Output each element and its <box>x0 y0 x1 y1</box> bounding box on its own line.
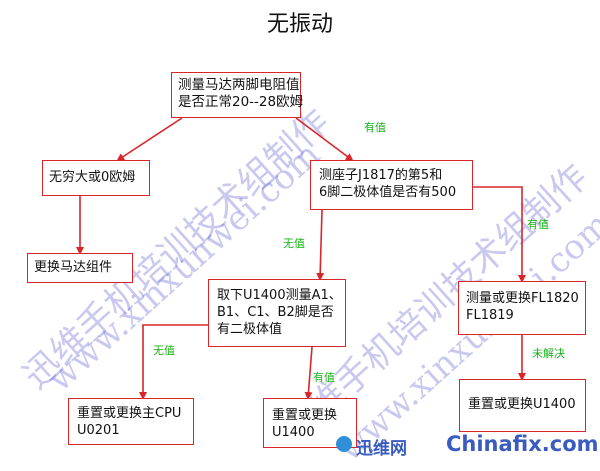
node-line: 重置或更换 <box>272 408 338 423</box>
edge-n5-n7 <box>139 324 208 400</box>
node-line: 有二极体值 <box>217 322 283 337</box>
node-replace-motor: 更换马达组件 <box>27 253 133 283</box>
node-line: 测座子J1817的第5和 <box>319 168 443 183</box>
node-line: 是否正常20--28欧姆 <box>178 94 304 110</box>
node-measure-motor-resistance: 测量马达两脚电阻值 是否正常20--28欧姆 <box>171 72 304 118</box>
node-line: B1、C1、B2脚是否 <box>217 305 334 320</box>
footer-logo: 迅维网 Chinafix.com <box>336 428 600 471</box>
node-line: 取下U1400测量A1、 <box>217 288 342 303</box>
node-line: 测量或更换FL1820 <box>466 291 579 306</box>
node-line: 测量马达两脚电阻值 <box>178 77 300 93</box>
node-line: U0201 <box>77 423 120 438</box>
node-measure-fl1820: 测量或更换FL1820 FL1819 <box>458 281 586 335</box>
edge-n4-n6 <box>473 186 526 283</box>
logo-left-text: 迅维网 <box>356 439 407 459</box>
edge-label-n4-n5: 无值 <box>283 237 305 250</box>
node-replace-cpu: 重置或更换主CPU U0201 <box>68 398 194 445</box>
logo-mark-icon <box>336 436 352 452</box>
node-measure-j1817: 测座子J1817的第5和 6脚二极体值是否有500 <box>310 160 473 210</box>
node-line: 重置或更换主CPU <box>77 406 182 421</box>
edge-n4-n5 <box>316 209 325 281</box>
edge-n1-n4 <box>295 117 354 162</box>
logo-right-text: Chinafix.com <box>446 432 599 456</box>
node-line: U1400 <box>272 425 315 440</box>
node-infinite-or-zero: 无穷大或0欧姆 <box>42 160 150 196</box>
edge-label-n4-n6: 有值 <box>527 218 549 231</box>
node-line: 6脚二极体值是否有500 <box>319 185 457 200</box>
node-line: 无穷大或0欧姆 <box>49 170 136 185</box>
node-replace-u1400-b: 重置或更换U1400 <box>459 379 586 432</box>
edge-label-n5-n8: 有值 <box>313 371 335 384</box>
node-remove-u1400: 取下U1400测量A1、 B1、C1、B2脚是否 有二极体值 <box>208 279 346 347</box>
diagram-title: 无振动 <box>266 12 333 37</box>
edge-label-n1-n4: 有值 <box>364 121 386 134</box>
edge-n5-n8 <box>304 346 313 400</box>
edge-label-n6-n9: 未解决 <box>532 347 565 360</box>
node-replace-u1400-a: 重置或更换 U1400 <box>263 398 357 448</box>
node-line: 重置或更换U1400 <box>468 397 576 412</box>
node-line: 更换马达组件 <box>34 260 113 275</box>
edge-n1-n2 <box>116 117 183 162</box>
node-line: FL1819 <box>466 308 514 323</box>
edge-label-n5-n7: 无值 <box>153 344 175 357</box>
